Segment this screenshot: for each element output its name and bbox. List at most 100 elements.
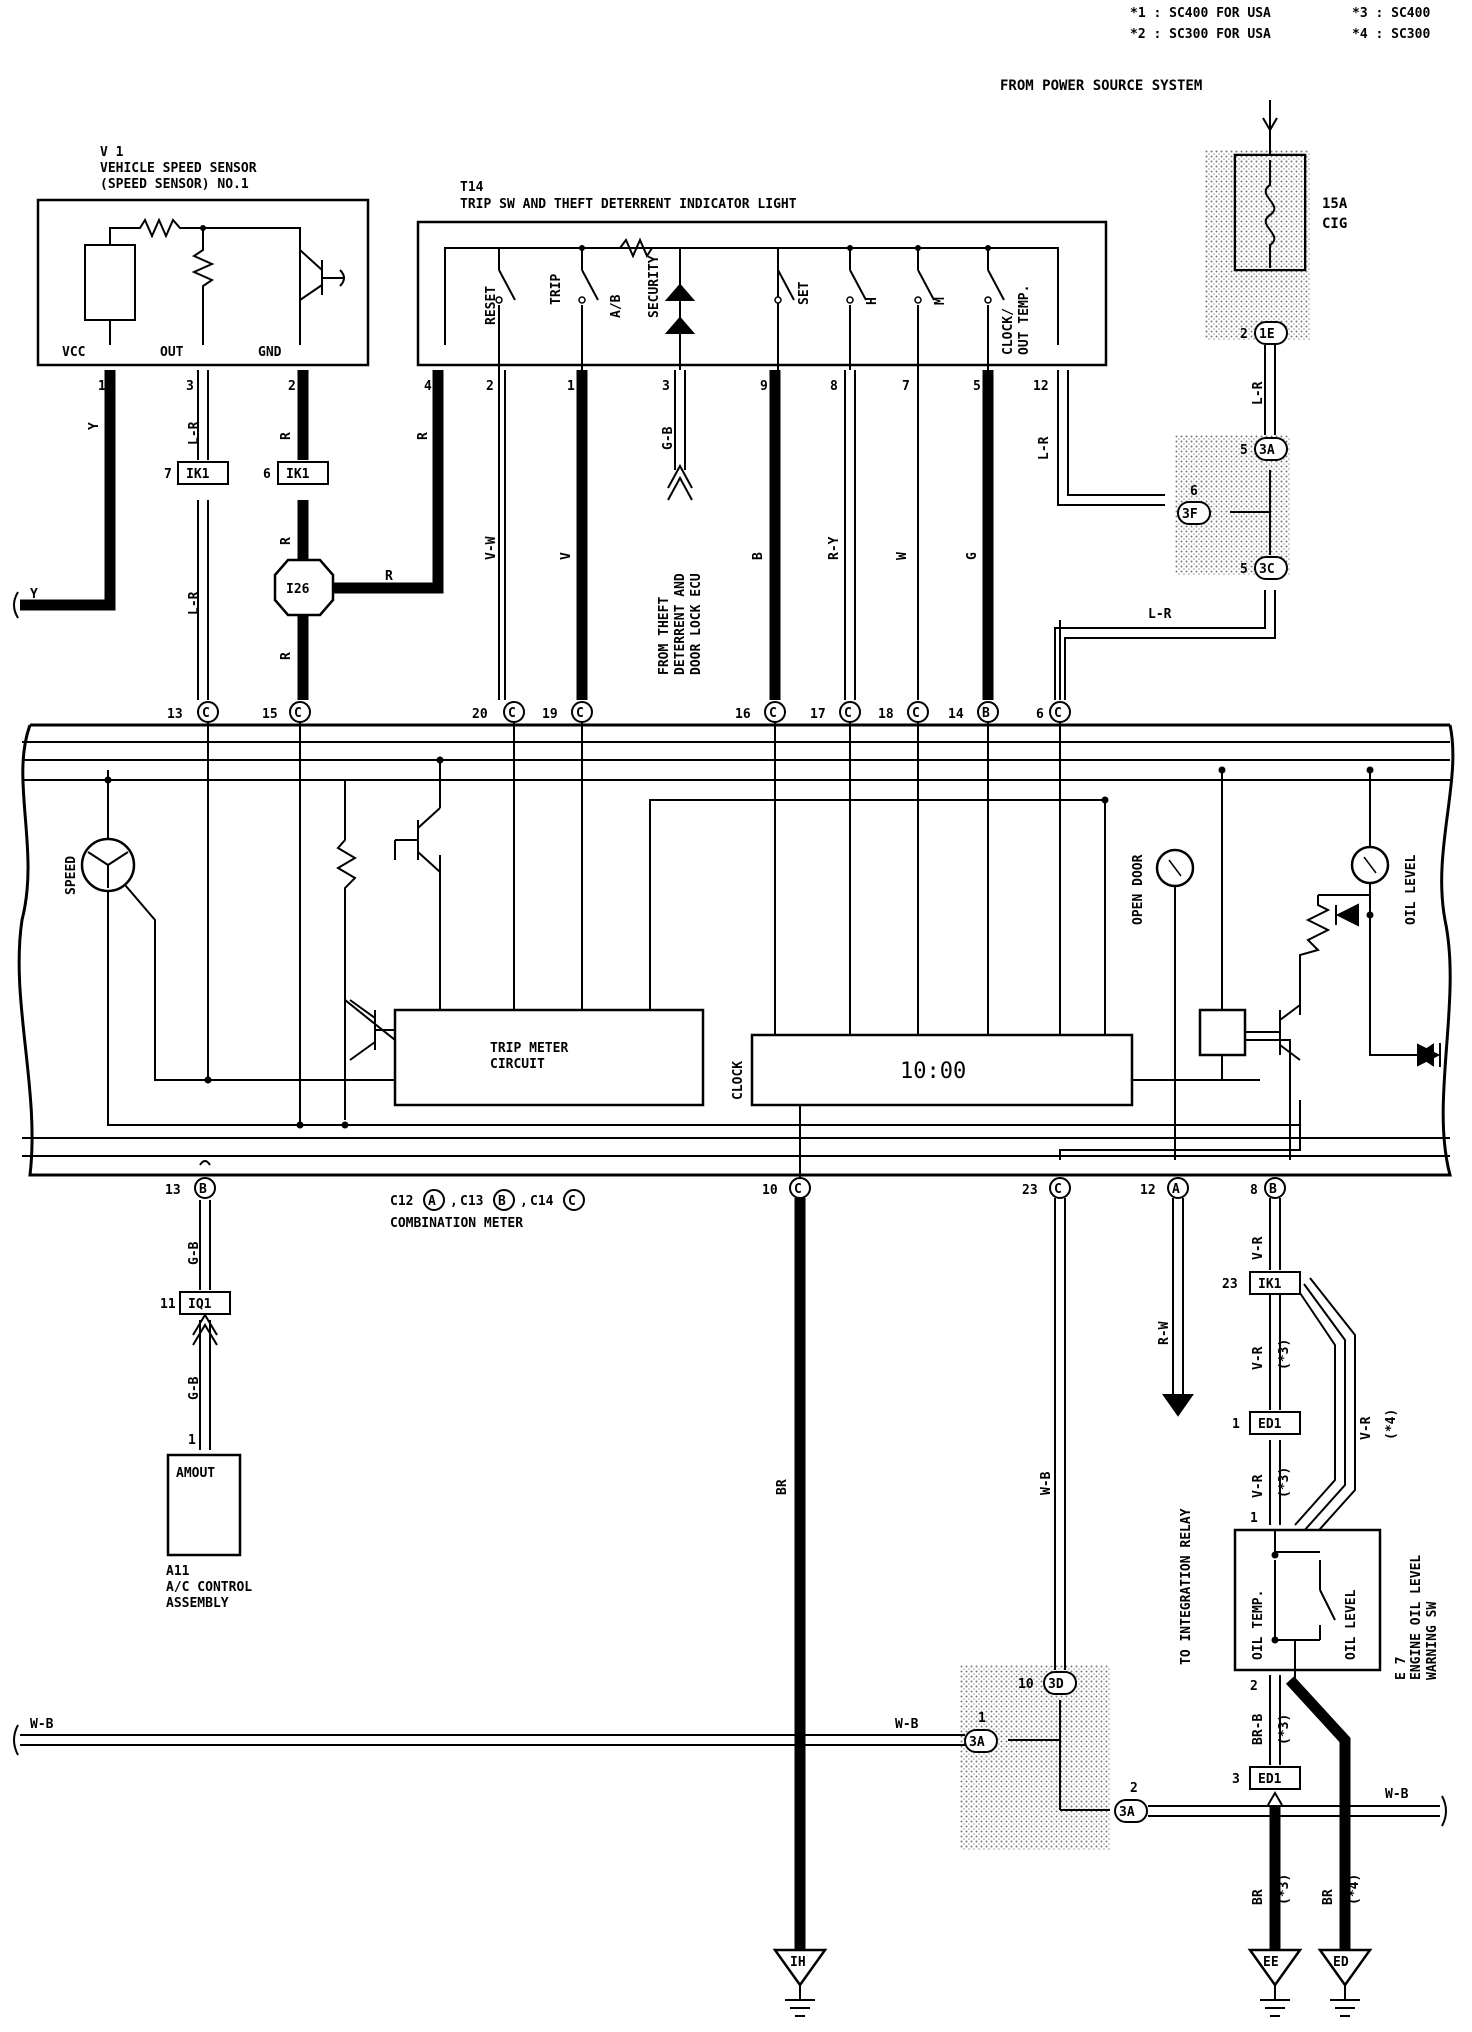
- svg-text:8: 8: [1250, 1183, 1258, 1198]
- oil-level-label: OIL LEVEL: [1404, 854, 1419, 925]
- t14-ab: A/B: [609, 294, 624, 318]
- svg-text:3C: 3C: [1259, 562, 1275, 577]
- connector-3a-right: 3A: [1114, 1799, 1148, 1823]
- svg-text:BR: BR: [1251, 1889, 1266, 1905]
- svg-text:23: 23: [1022, 1183, 1038, 1198]
- svg-text:DOOR LOCK ECU: DOOR LOCK ECU: [689, 573, 704, 675]
- ground-ed-icon: ED: [1317, 1948, 1373, 2017]
- svg-text:,: ,: [450, 1194, 458, 1209]
- svg-text:11: 11: [160, 1297, 176, 1312]
- svg-text:(*3): (*3): [1277, 1874, 1292, 1905]
- svg-text:(*3): (*3): [1277, 1467, 1292, 1498]
- svg-text:R: R: [279, 432, 294, 440]
- model-notes: *1 : SC400 FOR USA *2 : SC300 FOR USA *3…: [1130, 6, 1430, 42]
- e7-oil-level: OIL LEVEL: [1344, 1589, 1359, 1660]
- svg-text:B: B: [1269, 1182, 1277, 1197]
- svg-text:ED: ED: [1333, 1955, 1349, 1970]
- svg-text:I26: I26: [286, 582, 310, 597]
- svg-text:B: B: [751, 552, 766, 560]
- svg-text:4: 4: [424, 379, 432, 394]
- svg-text:C: C: [294, 706, 302, 721]
- note-4: *4 : SC300: [1352, 27, 1430, 42]
- from-theft-ecu: FROM THEFT DETERRENT AND DOOR LOCK ECU: [657, 573, 704, 675]
- fuse-name: CIG: [1322, 216, 1347, 232]
- svg-text:W-B: W-B: [1039, 1471, 1054, 1495]
- t14-set: SET: [797, 281, 812, 305]
- fuse-icon: [1264, 160, 1276, 268]
- svg-text:3: 3: [662, 379, 670, 394]
- meter-internal-wiring: [107, 722, 1420, 1160]
- v1-name: VEHICLE SPEED SENSOR: [100, 161, 257, 176]
- svg-text:7: 7: [164, 467, 172, 482]
- trip-meter-label: TRIP METER: [490, 1041, 568, 1056]
- svg-text:23: 23: [1222, 1277, 1238, 1292]
- wire-lr-clock: [1057, 370, 1165, 506]
- svg-text:2: 2: [1240, 327, 1248, 342]
- svg-text:12: 12: [1140, 1183, 1156, 1198]
- svg-text:C14: C14: [530, 1194, 554, 1209]
- svg-text:19: 19: [542, 707, 558, 722]
- svg-text:FROM THEFT: FROM THEFT: [657, 597, 672, 675]
- svg-text:1E: 1E: [1259, 327, 1275, 342]
- wire-lr-meter: [1054, 590, 1266, 700]
- a11-terminal: AMOUT: [176, 1466, 215, 1481]
- ground-ee-icon: EE: [1247, 1948, 1303, 2017]
- clock-box: [750, 1033, 1134, 1107]
- note-2: *2 : SC300 FOR USA: [1130, 27, 1271, 42]
- open-door-indicator-icon: [1155, 848, 1195, 888]
- e7-name-2: WARNING SW: [1425, 1602, 1440, 1680]
- svg-text:V-W: V-W: [484, 536, 499, 560]
- svg-text:IH: IH: [790, 1955, 806, 1970]
- speedometer-icon: [80, 837, 136, 893]
- svg-text:COMBINATION METER: COMBINATION METER: [390, 1216, 523, 1231]
- svg-text:10: 10: [1018, 1677, 1034, 1692]
- svg-text:5: 5: [1240, 562, 1248, 577]
- svg-text:V-R: V-R: [1359, 1416, 1374, 1440]
- svg-text:13: 13: [165, 1183, 181, 1198]
- connector-3f: 3F: [1177, 501, 1211, 525]
- svg-text:IK1: IK1: [186, 467, 210, 482]
- svg-text:3A: 3A: [1119, 1805, 1135, 1820]
- svg-text:W-B: W-B: [895, 1717, 919, 1732]
- svg-text:C: C: [202, 706, 210, 721]
- clock-time: 10:00: [900, 1059, 966, 1084]
- wire-wb-left: [20, 1734, 965, 1746]
- svg-text:BR: BR: [1321, 1889, 1336, 1905]
- svg-text:3F: 3F: [1182, 507, 1198, 522]
- svg-text:V: V: [559, 552, 574, 560]
- svg-text:5: 5: [1240, 443, 1248, 458]
- transistor-oil-icon: [1245, 1004, 1301, 1061]
- svg-text:C: C: [769, 706, 777, 721]
- svg-text:B: B: [982, 706, 990, 721]
- switch-e7-icon: [1274, 1530, 1336, 1680]
- svg-text:L-R: L-R: [187, 421, 202, 445]
- wire-br-ed: [1285, 1676, 1351, 1950]
- svg-text:R-Y: R-Y: [827, 536, 842, 560]
- svg-text:15: 15: [262, 707, 278, 722]
- svg-text:3A: 3A: [1259, 443, 1275, 458]
- v1-vcc: VCC: [62, 345, 85, 360]
- pin-numbers-upper: 1 3 2 4 2 1 3 9 8 7 5 12 2 5 6 5 7 6: [98, 327, 1248, 577]
- combination-meter: [17, 723, 1455, 1177]
- e7-oil-temp: OIL TEMP.: [1251, 1590, 1266, 1660]
- svg-text:14: 14: [948, 707, 964, 722]
- svg-text:L-R: L-R: [1148, 607, 1172, 622]
- svg-text:1: 1: [98, 379, 106, 394]
- svg-text:8: 8: [830, 379, 838, 394]
- svg-text:L-R: L-R: [1251, 381, 1266, 405]
- svg-text:BR: BR: [775, 1479, 790, 1495]
- e7-switch-box: [1233, 1528, 1382, 1672]
- v1-sensor-box: [36, 198, 370, 367]
- power-source-title: FROM POWER SOURCE SYSTEM: [1000, 78, 1202, 94]
- note-1: *1 : SC400 FOR USA: [1130, 6, 1271, 21]
- svg-text:DETERRENT AND: DETERRENT AND: [673, 573, 688, 675]
- wire-r-t14: [330, 370, 444, 594]
- svg-text:1: 1: [567, 379, 575, 394]
- t14-clock: CLOCK/: [1001, 308, 1016, 355]
- t14-id: T14: [460, 180, 484, 195]
- connector-ik1-c: IK1: [1249, 1271, 1301, 1295]
- ground-ih-icon: IH: [772, 1948, 828, 2017]
- svg-text:W-B: W-B: [30, 1717, 54, 1732]
- svg-text:6: 6: [263, 467, 271, 482]
- oil-level-indicator-icon: [1350, 845, 1390, 885]
